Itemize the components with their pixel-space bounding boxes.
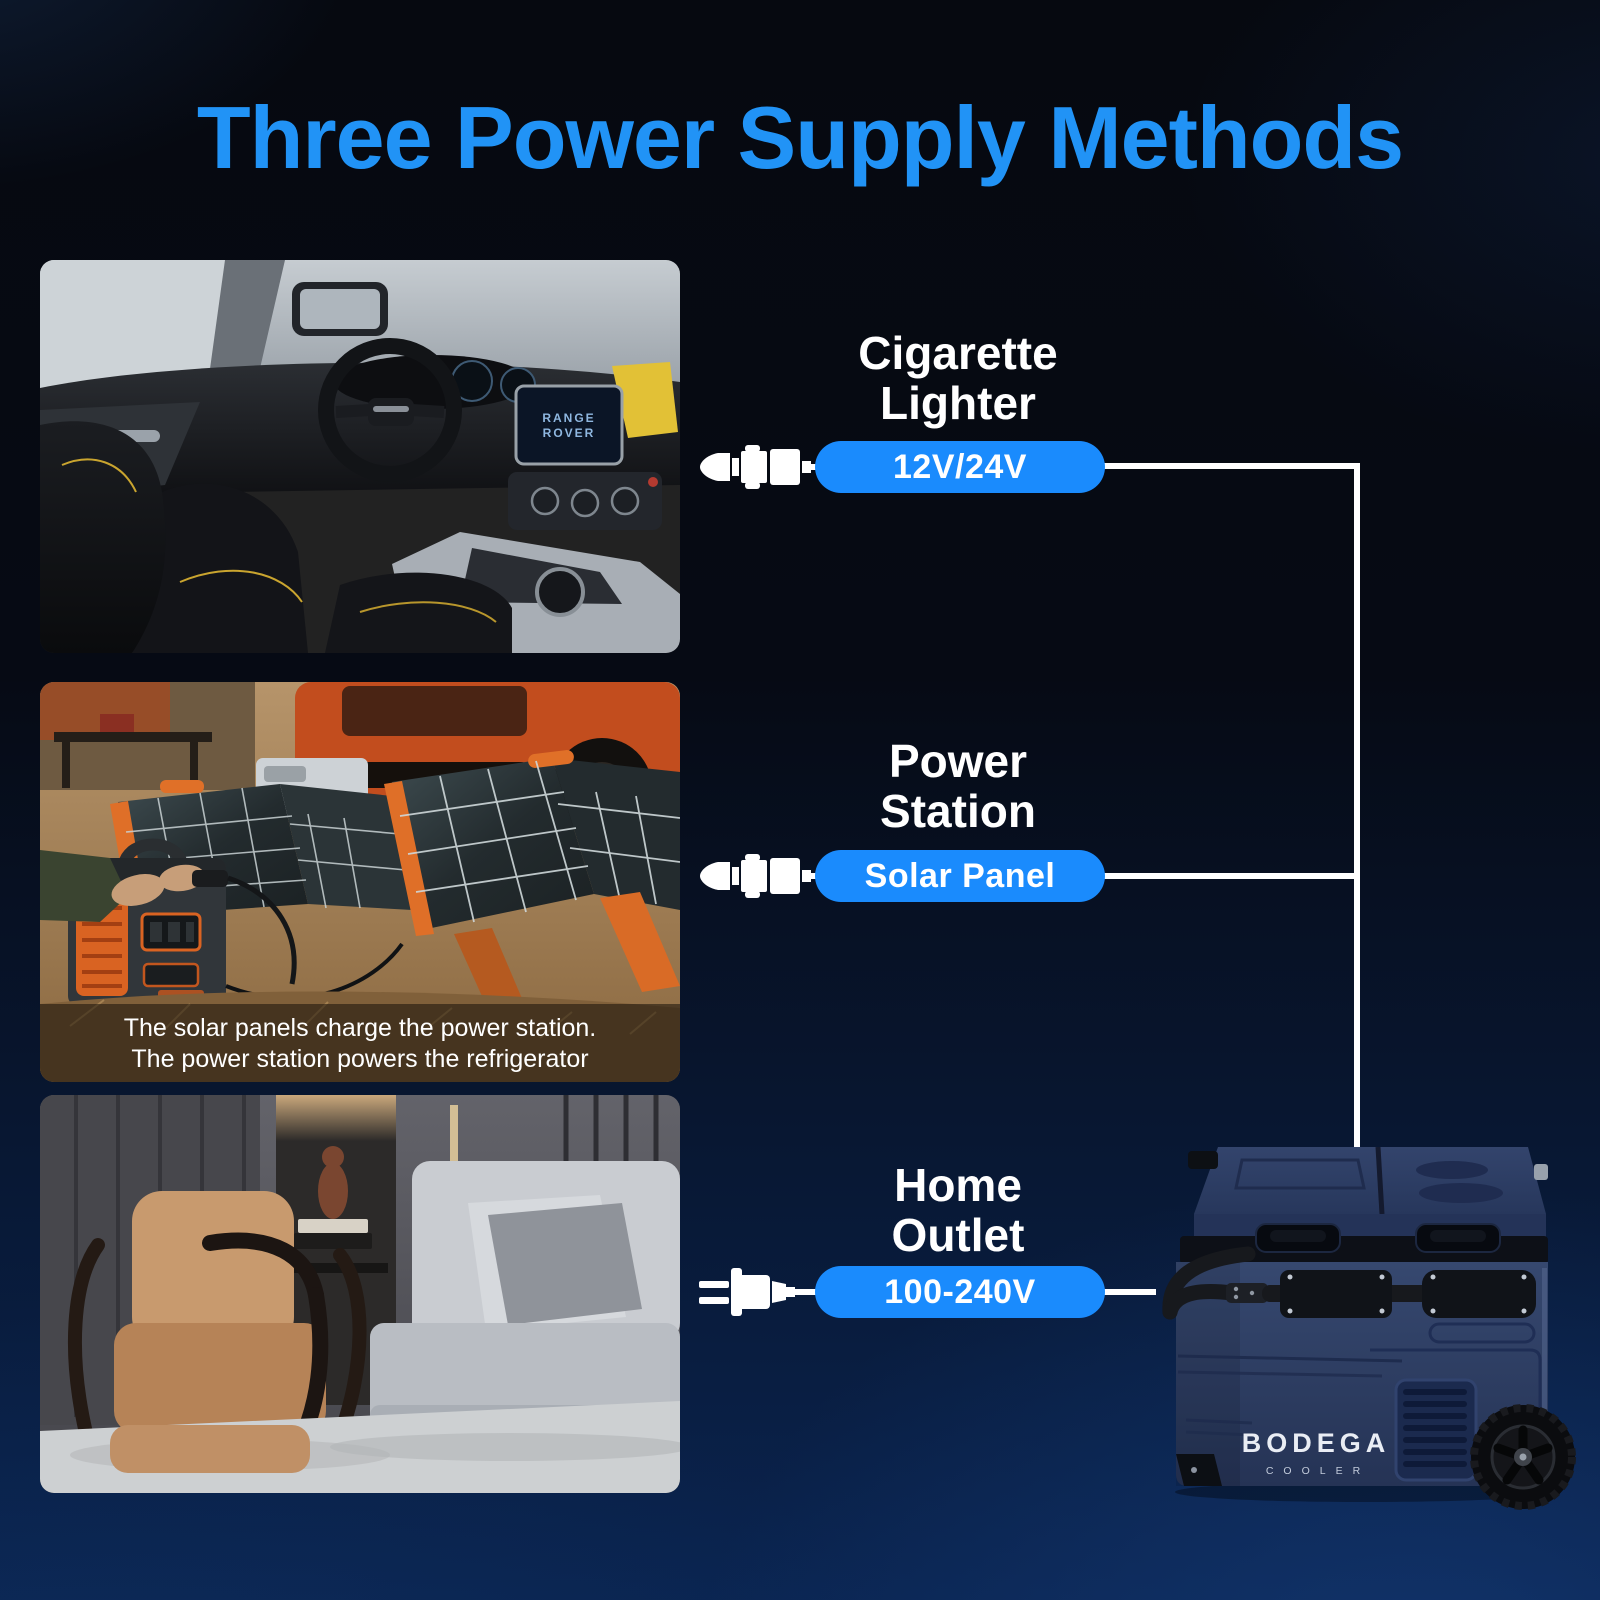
connector-line-solar	[1104, 873, 1354, 879]
solar-caption-line2: The power station powers the refrigerato…	[131, 1045, 589, 1073]
connector-line-outlet	[1104, 1289, 1156, 1295]
page-title: Three Power Supply Methods	[196, 88, 1404, 187]
connector-line-cigarette	[1104, 463, 1358, 469]
car-screen-text-line2: ROVER	[543, 426, 596, 440]
car-charger-plug-icon	[700, 445, 816, 489]
method-label-home-outlet: Home Outlet	[891, 1159, 1025, 1261]
car-interior-illustration: RANGE ROVER	[40, 260, 680, 653]
badge-solar-panel: Solar Panel	[815, 850, 1105, 902]
brand-text: BODEGA	[1242, 1428, 1391, 1458]
method-label-cigarette-lighter: Cigarette Lighter	[858, 327, 1058, 429]
wall-plug-icon	[699, 1268, 816, 1316]
car-screen-text-line1: RANGE	[542, 411, 595, 425]
method-label-power-station: Power Station	[880, 735, 1036, 837]
solar-caption: The solar panels charge the power statio…	[40, 1004, 680, 1082]
photo-solar-charging: The solar panels charge the power statio…	[40, 682, 680, 1082]
badge-100-240v: 100-240V	[815, 1266, 1105, 1318]
photo-living-room	[40, 1095, 680, 1493]
solar-caption-line1: The solar panels charge the power statio…	[123, 1014, 597, 1042]
photo-car-interior: RANGE ROVER	[40, 260, 680, 653]
car-charger-plug-icon	[700, 854, 816, 898]
product-cooler-image: BODEGA COOLER	[1162, 1146, 1576, 1510]
connector-line-vertical	[1354, 463, 1360, 1150]
badge-12v-24v: 12V/24V	[815, 441, 1105, 493]
brand-subtext: COOLER	[1266, 1465, 1370, 1477]
living-room-illustration	[40, 1095, 680, 1493]
